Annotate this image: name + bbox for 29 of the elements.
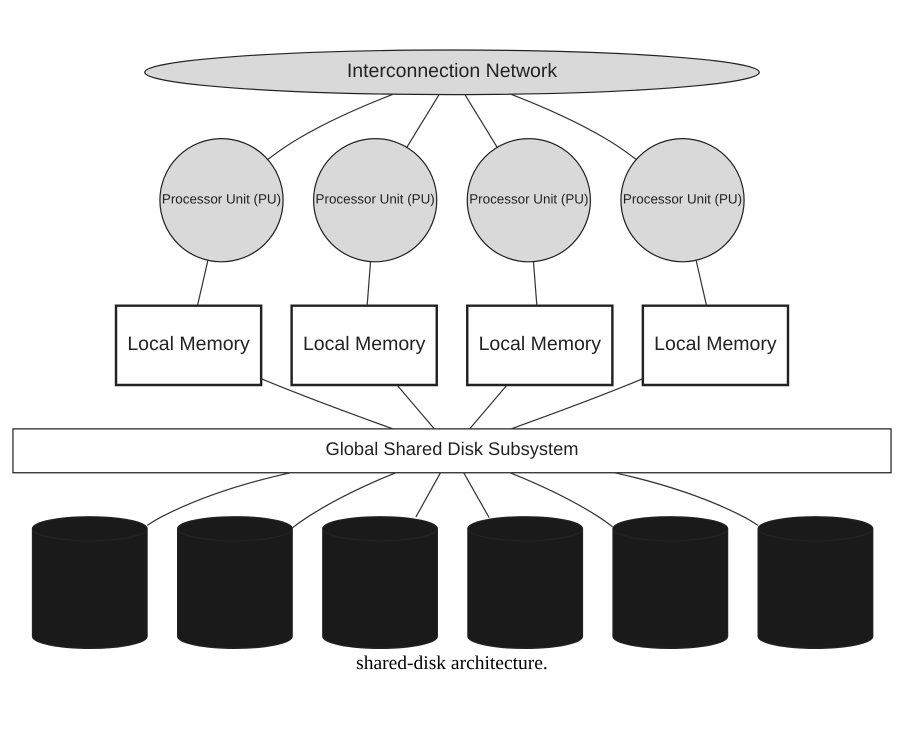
node-circle: Processor Unit (PU) — [466, 138, 592, 262]
connector — [470, 385, 508, 429]
connector — [696, 260, 708, 306]
connector — [532, 262, 538, 306]
connector — [406, 94, 440, 148]
node-circle: Processor Unit (PU) — [620, 138, 745, 262]
connector — [396, 385, 434, 429]
connector — [510, 472, 614, 528]
node-box: Global Shared Disk Subsystem — [12, 428, 892, 474]
connector — [511, 94, 636, 160]
connector — [614, 472, 758, 526]
node-box: Local Memory — [114, 304, 262, 386]
connector — [415, 472, 441, 518]
node-ellipse: Interconnection Network — [144, 49, 760, 96]
node-circle: Processor Unit (PU) — [312, 138, 438, 262]
node-circle: Processor Unit (PU) — [159, 138, 284, 262]
connector — [292, 472, 396, 528]
connector — [146, 472, 290, 526]
connector — [268, 94, 393, 160]
caption: shared-disk architecture. — [356, 652, 548, 674]
connector — [261, 378, 393, 430]
connector — [366, 262, 372, 306]
connector — [511, 378, 643, 430]
node-box: Local Memory — [290, 304, 438, 386]
node-box: Local Memory — [642, 304, 790, 386]
connector — [463, 472, 490, 518]
node-box: Local Memory — [466, 304, 614, 386]
connector — [464, 94, 498, 148]
connector — [196, 260, 208, 306]
